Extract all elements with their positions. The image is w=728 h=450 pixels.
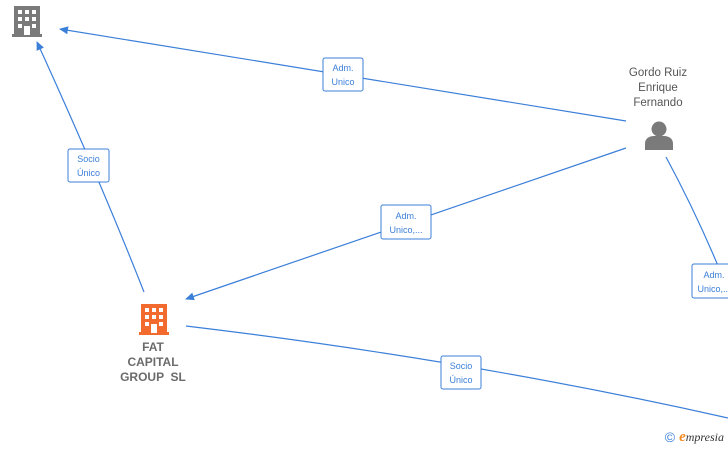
label-line: CAPITAL [127,355,179,369]
edge-label-adm-unico-middle: Adm. Unico,... [380,204,432,240]
label-line: Enrique [638,82,678,94]
label-line: GROUP SL [120,370,186,384]
edge-label-line: Unico [331,77,354,87]
label-line: FAT [142,340,164,354]
label-line: Fernando [633,97,683,109]
brand-footer: © empresia [665,428,724,446]
label-line: Gordo Ruiz [628,67,688,79]
edge-label-adm-unico-right: Adm. Unico,... [691,263,728,299]
building-icon[interactable] [12,6,42,37]
person-label-gordo-ruiz[interactable]: Gordo Ruiz Enrique Fernando [608,66,708,111]
edge-label-line: Adm. [395,211,416,221]
brand-logo: empresia [679,428,724,445]
edge-label-socio-unico-left: Socio Único [67,148,110,183]
copyright-icon: © [664,429,676,445]
edge-label-line: Socio [77,154,100,164]
edge-label-line: Unico,... [389,225,422,235]
edge-label-adm-unico-top: Adm. Unico [322,57,364,92]
edge-label-line: Adm. [703,270,724,280]
edge-label-socio-unico-bottom: Socio Único [440,355,482,390]
building-icon[interactable] [139,304,169,335]
edge-label-line: Único [77,168,100,178]
company-label-fat-capital[interactable]: FAT CAPITAL GROUP SL [108,340,198,385]
edge-label-line: Socio [450,361,473,371]
edge-label-line: Único [449,375,472,385]
edge-label-line: Adm. [332,63,353,73]
person-icon[interactable] [645,121,673,151]
edge-label-line: Unico,... [697,284,728,294]
